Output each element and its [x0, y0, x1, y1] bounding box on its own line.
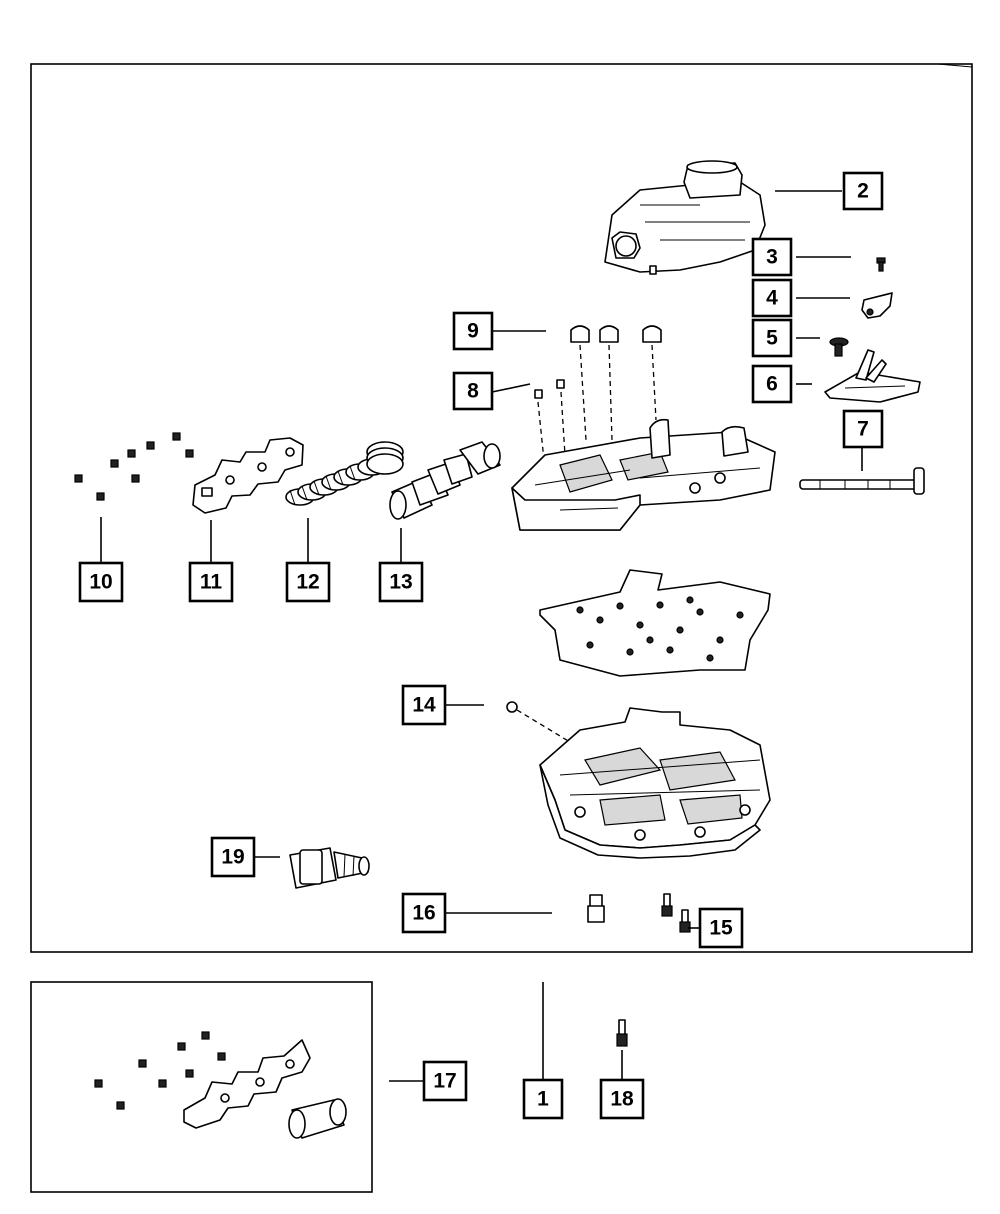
svg-text:5: 5	[766, 327, 778, 350]
detent-plate	[824, 349, 921, 403]
solenoid-icon	[289, 847, 370, 889]
callout-7: 7	[842, 409, 884, 449]
valve-body-icon	[511, 418, 776, 531]
spring-icon	[285, 441, 404, 506]
callout-3: 3	[751, 237, 793, 277]
bolt-icon	[616, 1019, 628, 1047]
bolt-icon	[661, 893, 691, 933]
callout-8: 8	[452, 371, 494, 411]
callout-18: 18	[599, 1078, 645, 1120]
repair-kit	[94, 1031, 347, 1139]
callout-1: 1	[522, 1078, 564, 1120]
callout-19: 19	[210, 836, 256, 878]
svg-text:19: 19	[221, 846, 244, 869]
fitting-part	[587, 894, 605, 923]
main-frame	[30, 63, 973, 953]
callout-14: 14	[401, 684, 447, 726]
callout-11: 11	[188, 561, 234, 603]
manual-valve	[799, 467, 925, 495]
svg-text:12: 12	[296, 571, 319, 594]
actuator-housing	[604, 160, 766, 275]
svg-text:16: 16	[412, 902, 435, 925]
callout-4: 4	[751, 278, 793, 318]
callout-2: 2	[842, 171, 884, 211]
svg-text:10: 10	[89, 571, 112, 594]
svg-text:9: 9	[467, 320, 479, 343]
callout-15: 15	[698, 907, 744, 949]
svg-text:4: 4	[766, 287, 778, 310]
svg-text:15: 15	[709, 917, 733, 940]
kit-frame	[30, 981, 373, 1193]
svg-text:8: 8	[467, 380, 479, 403]
svg-text:13: 13	[389, 571, 412, 594]
svg-text:11: 11	[200, 571, 223, 594]
svg-text:14: 14	[412, 694, 436, 717]
valve-sleeves	[389, 441, 501, 520]
gasket-icon	[539, 569, 771, 677]
callout-16: 16	[401, 892, 447, 934]
screw-part	[829, 337, 849, 357]
bolt-icon	[74, 432, 194, 501]
lower-valve-body	[539, 707, 771, 859]
callout-17: 17	[422, 1060, 468, 1102]
check-balls	[534, 379, 565, 399]
svg-text:1: 1	[537, 1088, 549, 1111]
svg-text:17: 17	[433, 1070, 456, 1093]
callout-9: 9	[452, 311, 494, 351]
bolt-icon	[876, 257, 886, 272]
svg-text:3: 3	[766, 246, 778, 269]
callout-5: 5	[751, 318, 793, 358]
svg-text:2: 2	[857, 180, 869, 203]
callout-12: 12	[285, 561, 331, 603]
svg-text:18: 18	[610, 1088, 634, 1111]
valve-caps	[570, 325, 662, 343]
callout-13: 13	[378, 561, 424, 603]
svg-text:6: 6	[766, 373, 778, 396]
callout-10: 10	[78, 561, 124, 603]
check-ball	[506, 701, 518, 713]
bracket-part	[861, 292, 893, 319]
callout-6: 6	[751, 364, 793, 404]
svg-text:7: 7	[857, 418, 869, 441]
retainer-plate	[192, 437, 304, 514]
